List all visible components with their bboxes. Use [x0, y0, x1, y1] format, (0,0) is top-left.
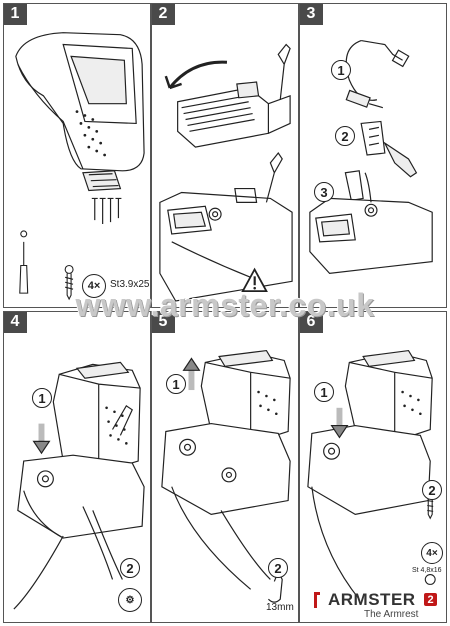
step-number: 2 [152, 4, 175, 25]
watermark-url: www.armster.co.uk [75, 287, 375, 323]
quantity-badge: 4× [82, 274, 106, 298]
step-number: 4 [4, 312, 27, 333]
tighten-bolt-illustration [161, 349, 291, 603]
step-4-panel: 4 1 2 ⚙ [3, 311, 151, 623]
step-number: 1 [4, 4, 27, 25]
cigarette-socket-illustration [309, 39, 433, 275]
armrest-underside-illustration [15, 32, 145, 301]
step-3-panel: 3 1 2 3 [299, 3, 447, 308]
callout-2: 2 [422, 480, 442, 500]
logo-mark-icon [314, 592, 320, 608]
callout-1: 1 [32, 388, 52, 408]
tool-size-label: 13mm [266, 602, 294, 613]
logo-model-badge: 2 [424, 593, 437, 606]
brand-logo: ARMSTER 2 The Armrest [314, 590, 444, 620]
step-number: 5 [152, 312, 175, 333]
screwdriver-icon [19, 230, 29, 294]
remove-tray-illustration [159, 43, 293, 302]
warning-icon [241, 267, 268, 293]
screw-spec-label: St 4,8x16 [412, 567, 442, 574]
step-number: 3 [300, 4, 323, 25]
callout-1: 1 [331, 60, 351, 80]
step-1-panel: 1 4× St3.9x25 [3, 3, 151, 308]
step-5-panel: 5 1 2 13mm [151, 311, 299, 623]
logo-tagline: The Armrest [364, 609, 419, 620]
logo-brand: ARMSTER [328, 590, 416, 609]
mount-armrest-illustration [13, 361, 145, 610]
quantity-badge: 4× [421, 542, 443, 564]
step-6-panel: 6 1 2 4× St 4,8x16 [299, 311, 447, 623]
screw-icon [64, 264, 74, 301]
final-assembly-illustration [307, 349, 436, 600]
callout-3: 3 [314, 182, 334, 202]
callout-1: 1 [314, 382, 334, 402]
callout-2: 2 [335, 126, 355, 146]
step-number: 6 [300, 312, 323, 333]
callout-1: 1 [166, 374, 186, 394]
screw-spec-label: St3.9x25 [110, 279, 150, 290]
step-2-panel: 2 [151, 3, 299, 308]
tool-icon-circle: ⚙ [118, 588, 142, 612]
wrench-icon [267, 570, 283, 603]
callout-2: 2 [268, 558, 288, 578]
callout-2: 2 [120, 558, 140, 578]
